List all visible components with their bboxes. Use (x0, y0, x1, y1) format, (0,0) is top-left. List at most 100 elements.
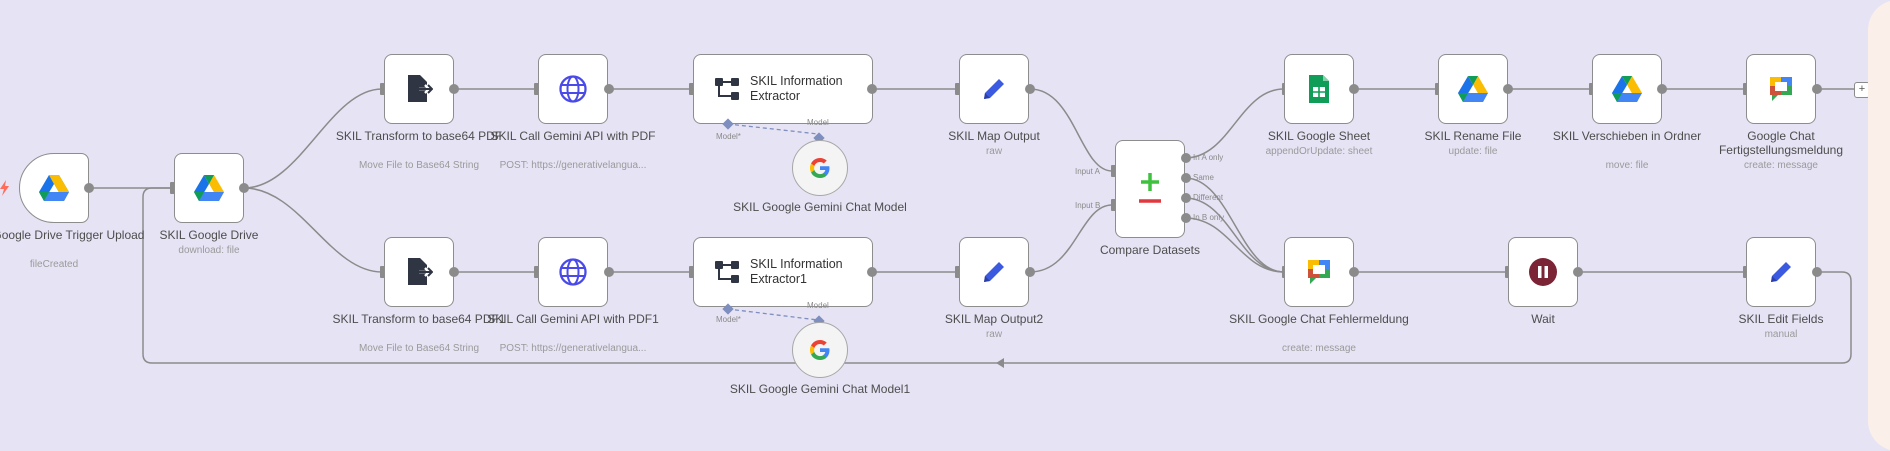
globe-icon (559, 75, 587, 103)
drive-subtitle: download: file (178, 245, 240, 256)
google-drive-node[interactable] (174, 153, 244, 223)
compare-plus-minus-icon (1139, 173, 1161, 203)
api2-input-port[interactable] (534, 266, 540, 278)
compare-output-same[interactable] (1181, 173, 1191, 183)
google-sheet-node[interactable] (1284, 54, 1354, 124)
rename-subtitle: update: file (1448, 146, 1498, 157)
http-request-node[interactable] (538, 54, 608, 124)
drive-label: SKIL Google Drive (159, 228, 259, 242)
connection-drive-transform2 (243, 187, 383, 273)
map1-subtitle: raw (985, 146, 1003, 157)
google-chat-icon (1770, 77, 1792, 101)
transform1-input-port[interactable] (380, 83, 386, 95)
file-convert-icon (408, 258, 433, 285)
google-drive-icon (1458, 76, 1488, 102)
compare-input-b-port[interactable] (1111, 199, 1117, 211)
sheet-output-port[interactable] (1349, 84, 1359, 94)
transform2-output-port[interactable] (449, 267, 459, 277)
edit-fields-node[interactable] (1746, 237, 1816, 307)
google-drive-icon (39, 175, 69, 201)
chat-done-label: Google Chat Fertigstellungsmeldung (1718, 129, 1844, 157)
file-convert-icon (408, 75, 433, 102)
move-file-node[interactable] (1592, 54, 1662, 124)
transform-base64-node[interactable] (384, 54, 454, 124)
wait-output-port[interactable] (1573, 267, 1583, 277)
connection-map1-compare (1029, 88, 1113, 172)
map1-input-port[interactable] (955, 83, 961, 95)
compare-same-label: Same (1193, 173, 1214, 182)
rename-label: SKIL Rename File (1424, 129, 1522, 143)
compare-in-a-only-label: In A only (1193, 153, 1224, 162)
map-output-node[interactable] (959, 54, 1029, 124)
compare-input-a-label: Input A (1075, 167, 1100, 176)
wait-node[interactable] (1508, 237, 1578, 307)
edit-output-port[interactable] (1812, 267, 1822, 277)
map2-label: SKIL Map Output2 (944, 312, 1044, 326)
ai-connection-model2 (727, 308, 819, 321)
side-panel-edge[interactable] (1868, 0, 1890, 451)
compare-input-a-port[interactable] (1111, 165, 1117, 177)
map2-input-port[interactable] (955, 266, 961, 278)
google-drive-trigger-node[interactable] (19, 153, 89, 223)
chat-done-output-port[interactable] (1812, 84, 1822, 94)
api1-subtitle: POST: https://generativelangua... (499, 160, 647, 171)
compare-output-different[interactable] (1181, 193, 1191, 203)
transform2-label: SKIL Transform to base64 PDF1 (332, 312, 506, 326)
map2-output-port[interactable] (1025, 267, 1035, 277)
drive-input-port[interactable] (170, 182, 176, 194)
google-chat-icon (1308, 260, 1330, 284)
extractor1-input-port[interactable] (689, 83, 695, 95)
compare-label: Compare Datasets (1099, 243, 1201, 257)
trigger-subtitle: fileCreated (29, 259, 79, 270)
extractor2-input-port[interactable] (689, 266, 695, 278)
transform2-input-port[interactable] (380, 266, 386, 278)
compare-different-label: Different (1193, 193, 1224, 202)
api1-output-port[interactable] (604, 84, 614, 94)
gemini-chat-model-node-2[interactable] (792, 322, 848, 378)
pencil-icon (1771, 262, 1791, 282)
compare-output-b-only[interactable] (1181, 213, 1191, 223)
extractor1-output-port[interactable] (867, 84, 877, 94)
information-extractor-node-2[interactable]: SKIL Information Extractor1 (693, 237, 873, 307)
compare-output-a-only[interactable] (1181, 153, 1191, 163)
chat-model1-label: SKIL Google Gemini Chat Model (733, 200, 907, 214)
rename-file-node[interactable] (1438, 54, 1508, 124)
chat-error-label: SKIL Google Chat Fehlermeldung (1229, 312, 1409, 326)
connection-compare-error-same (1184, 177, 1285, 273)
chat-done-subtitle: create: message (1744, 160, 1818, 171)
transform-base64-node-2[interactable] (384, 237, 454, 307)
chat-error-subtitle: create: message (1282, 343, 1356, 354)
ai-connection-model1 (727, 123, 819, 135)
pause-icon (1529, 258, 1557, 286)
api1-input-port[interactable] (534, 83, 540, 95)
connection-drive-transform1 (243, 88, 383, 189)
gemini-chat-model-node[interactable] (792, 140, 848, 196)
transform1-output-port[interactable] (449, 84, 459, 94)
chat-model2-port-label: Model (807, 301, 829, 310)
trigger-output-port[interactable] (84, 183, 94, 193)
rename-output-port[interactable] (1503, 84, 1513, 94)
move-output-port[interactable] (1657, 84, 1667, 94)
chat-error-output-port[interactable] (1349, 267, 1359, 277)
edit-label: SKIL Edit Fields (1738, 312, 1824, 326)
drive-output-port[interactable] (239, 183, 249, 193)
google-chat-done-node[interactable] (1746, 54, 1816, 124)
chat-model1-port-label: Model (807, 118, 829, 127)
information-extractor-node[interactable]: SKIL Information Extractor (693, 54, 873, 124)
google-chat-error-node[interactable] (1284, 237, 1354, 307)
extractor2-output-port[interactable] (867, 267, 877, 277)
http-request-node-2[interactable] (538, 237, 608, 307)
extractor2-model-port-label: Model* (716, 315, 741, 324)
extractor2-title: SKIL Information Extractor1 (750, 257, 843, 286)
api2-output-port[interactable] (604, 267, 614, 277)
map1-label: SKIL Map Output (948, 129, 1040, 143)
compare-datasets-node[interactable] (1115, 140, 1185, 238)
map1-output-port[interactable] (1025, 84, 1035, 94)
map-output-node-2[interactable] (959, 237, 1029, 307)
google-g-icon (810, 340, 830, 360)
move-label: SKIL Verschieben in Ordner (1552, 129, 1702, 143)
extractor-tree-icon (715, 261, 739, 283)
map2-subtitle: raw (985, 329, 1003, 340)
